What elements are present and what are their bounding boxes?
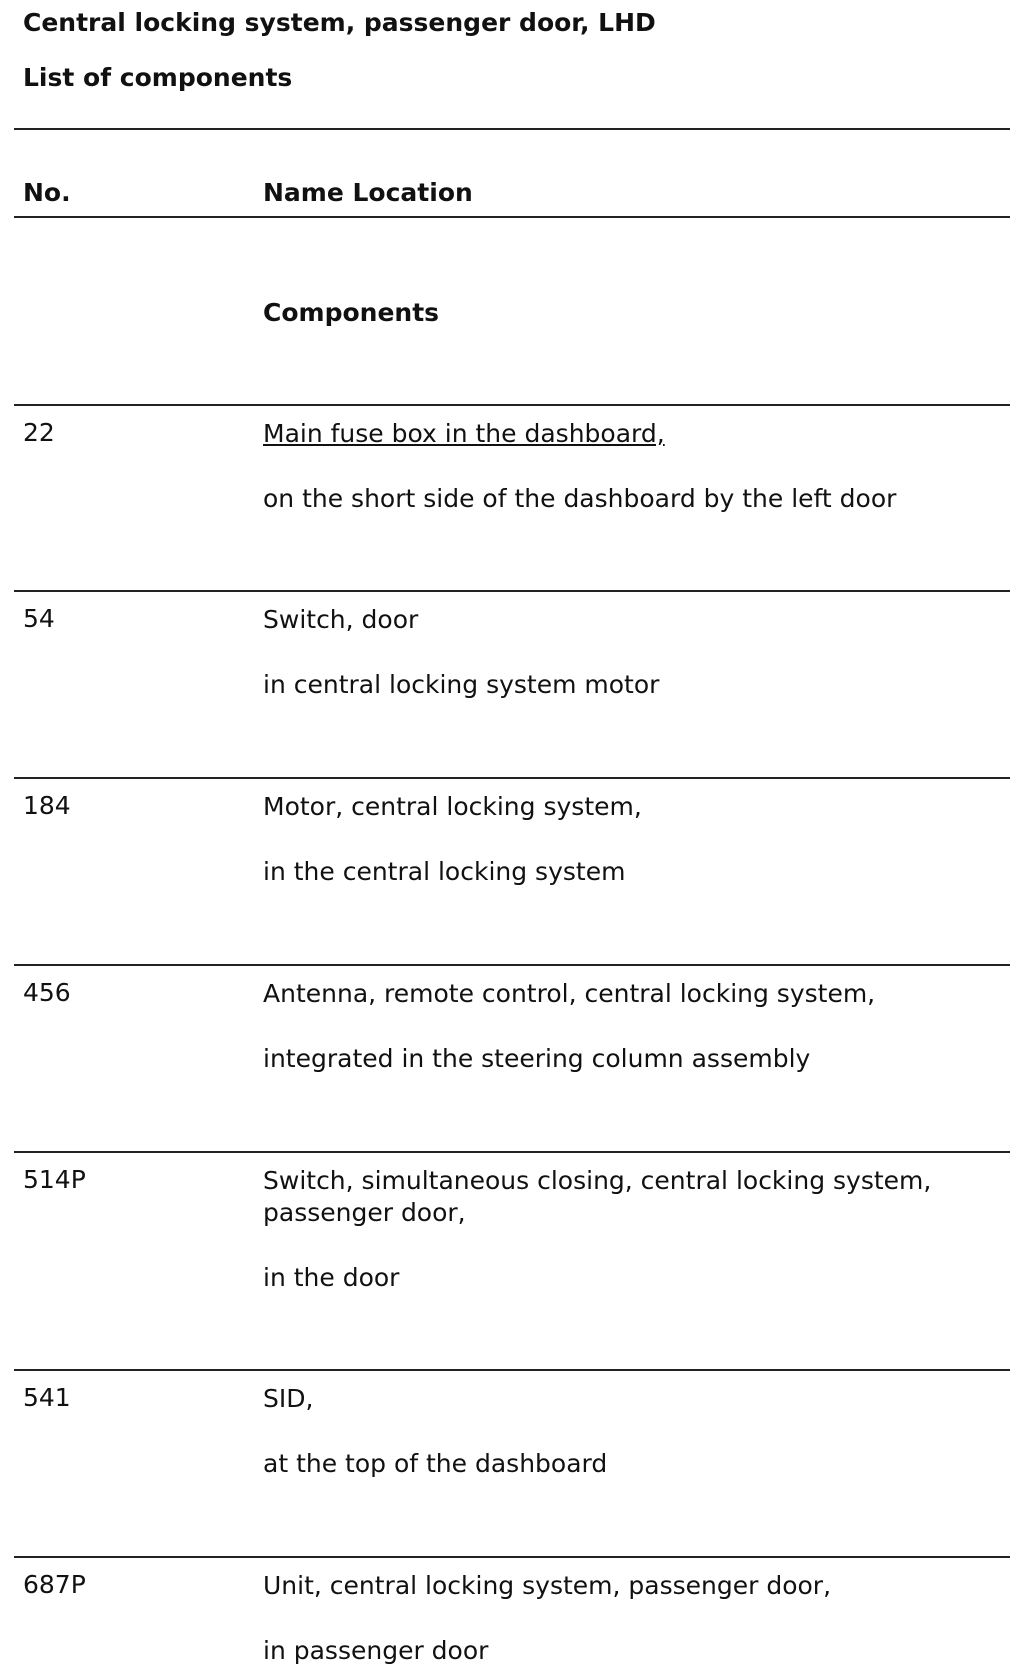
component-location: in central locking system motor: [263, 670, 660, 699]
component-location: integrated in the steering column assemb…: [263, 1044, 811, 1073]
row-divider: [14, 404, 1010, 406]
component-number: 54: [23, 604, 55, 633]
component-number: 22: [23, 418, 55, 447]
component-location: at the top of the dashboard: [263, 1449, 608, 1478]
top-divider: [14, 128, 1010, 130]
component-number: 184: [23, 791, 71, 820]
component-name: Switch, door: [263, 605, 419, 634]
component-number: 514P: [23, 1165, 86, 1194]
component-location: in passenger door: [263, 1636, 489, 1665]
component-number: 456: [23, 978, 71, 1007]
component-number: 687P: [23, 1570, 86, 1599]
page-subtitle: List of components: [23, 63, 293, 92]
component-location: in the door: [263, 1263, 400, 1292]
header-divider: [14, 216, 1010, 218]
component-number: 541: [23, 1383, 71, 1412]
column-header-no: No.: [23, 178, 71, 207]
component-name: Switch, simultaneous closing, central lo…: [263, 1166, 932, 1227]
row-divider: [14, 777, 1010, 779]
row-divider: [14, 590, 1010, 592]
component-name: Unit, central locking system, passenger …: [263, 1571, 832, 1600]
row-divider: [14, 1556, 1010, 1558]
row-divider: [14, 1151, 1010, 1153]
component-name: SID,: [263, 1384, 314, 1413]
component-location: on the short side of the dashboard by th…: [263, 484, 897, 513]
component-name: Antenna, remote control, central locking…: [263, 979, 876, 1008]
component-location: in the central locking system: [263, 857, 626, 886]
section-heading: Components: [263, 298, 440, 327]
row-divider: [14, 1369, 1010, 1371]
page-title: Central locking system, passenger door, …: [23, 8, 656, 37]
column-header-name-location: Name Location: [263, 178, 473, 207]
row-divider: [14, 964, 1010, 966]
component-name-link[interactable]: Main fuse box in the dashboard,: [263, 419, 665, 448]
component-name: Motor, central locking system,: [263, 792, 642, 821]
